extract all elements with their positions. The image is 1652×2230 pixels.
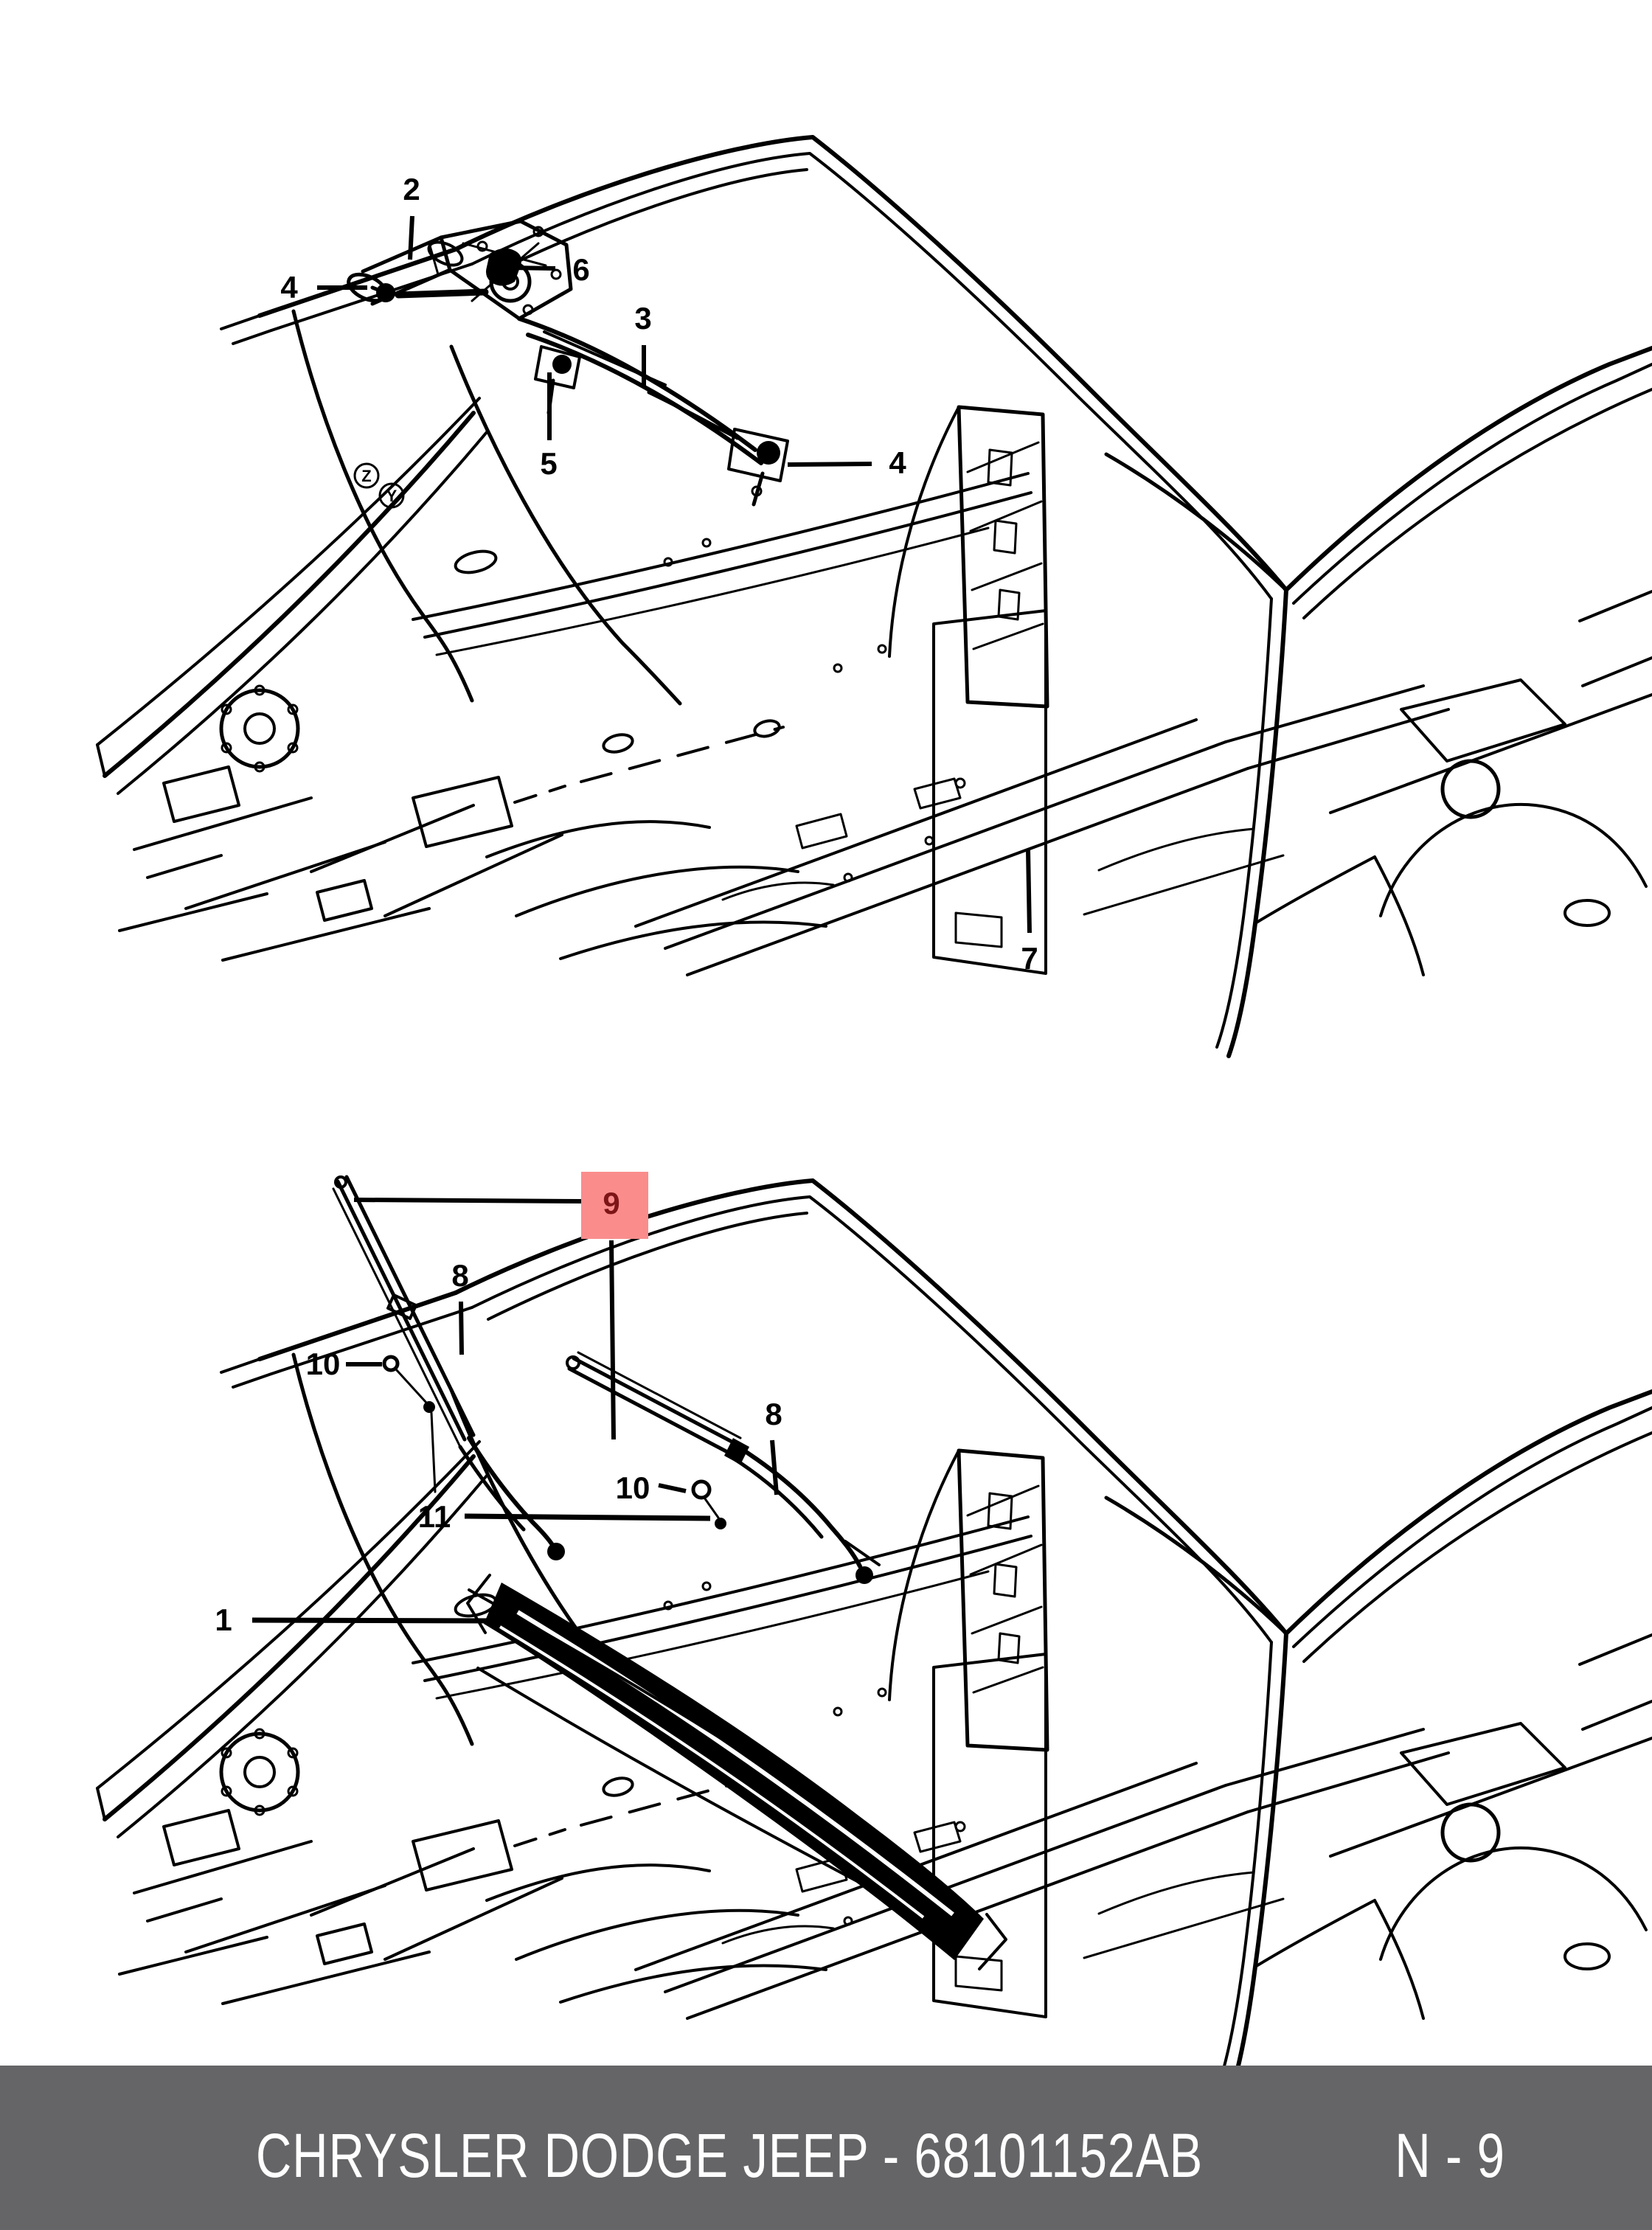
callout-10-right: 10: [616, 1470, 650, 1505]
callout-10-left: 10: [306, 1347, 341, 1381]
callout-4-right: 4: [889, 445, 906, 480]
callout-9-highlight-box: [581, 1172, 648, 1239]
callout-5: 5: [540, 446, 557, 481]
callout-10-right-leader: [658, 1483, 687, 1493]
pivot-cap: [486, 248, 521, 286]
callout-8-right: 8: [765, 1397, 782, 1431]
callout-11: 11: [418, 1499, 451, 1534]
blade-tip-hook-left: [334, 1175, 347, 1189]
callout-3: 3: [634, 301, 651, 336]
arm-pivot-right: [856, 1566, 873, 1584]
callout-8-left-leader: [459, 1301, 464, 1355]
callout-4-left: 4: [280, 270, 298, 305]
view-marker-y: Y: [386, 487, 398, 505]
callout-9-leader-horizontal: [353, 1198, 582, 1203]
cowl-grille-panel: [466, 1574, 1007, 1970]
callout-7: 7: [1021, 941, 1038, 976]
diagram-bottom: 9 8 10 11 10 8 1: [97, 1172, 1652, 2099]
footer-part-title: CHRYSLER DODGE JEEP - 68101152AB: [255, 2121, 1204, 2190]
diagram-top: Z Y 2 6 4 3 5 4 7: [97, 137, 1652, 1056]
left-pivot: [552, 355, 572, 374]
blade-tip-hook-right: [566, 1355, 580, 1370]
callout-1-leader: [251, 1617, 517, 1624]
callout-2-leader: [408, 215, 414, 260]
arm-pivot-left: [547, 1543, 565, 1560]
cowl-grille: [484, 1583, 984, 1960]
callout-9-leader-vertical: [609, 1240, 616, 1440]
callout-8-right-leader: [770, 1439, 779, 1496]
callout-7-leader: [1026, 849, 1032, 934]
view-marker-z: Z: [361, 467, 371, 485]
callout-1: 1: [215, 1602, 232, 1637]
callout-6: 6: [572, 252, 589, 287]
grommet-right: [691, 1479, 712, 1500]
callouts-bottom: 9 8 10 11 10 8 1: [215, 1172, 782, 1637]
footer-bar: CHRYSLER DODGE JEEP - 68101152AB N - 9: [0, 2066, 1652, 2230]
callout-4-right-leader: [787, 462, 872, 467]
callout-9: 9: [603, 1186, 620, 1220]
callout-2: 2: [403, 172, 420, 206]
callout-11-leader: [464, 1513, 711, 1521]
footer-page-ref: N - 9: [1395, 2121, 1505, 2190]
grommet-left: [382, 1355, 400, 1372]
grommet-left-stud: [423, 1401, 435, 1413]
wiper-motor-linkage-assembly: [347, 219, 789, 507]
view-markers: Z Y: [353, 462, 405, 509]
grommet-right-stud: [715, 1518, 726, 1529]
callout-8-left: 8: [451, 1258, 468, 1293]
right-pivot: [757, 441, 780, 465]
callouts-top: 2 6 4 3 5 4 7: [280, 172, 1038, 976]
wiper-arm-blade-right: [566, 1351, 881, 1584]
